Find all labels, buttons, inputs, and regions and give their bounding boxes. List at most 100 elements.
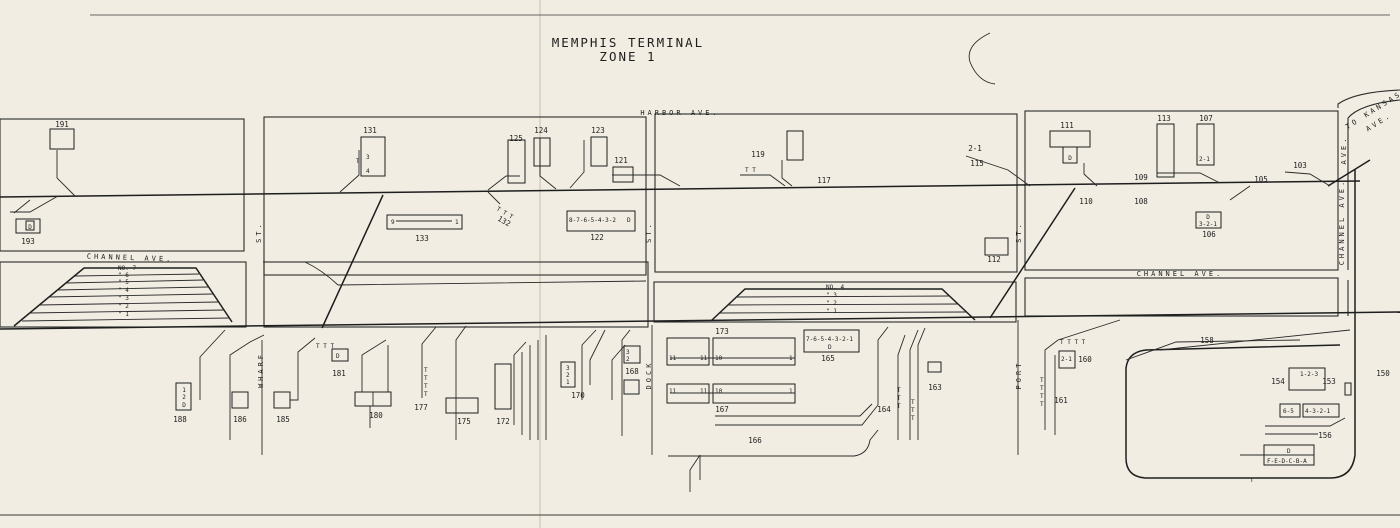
building-156-right (1302, 403, 1340, 418)
yard-left-label-3: " 3 (118, 295, 129, 302)
spur-115 (965, 155, 1031, 187)
label-164-t3: T (897, 403, 901, 410)
tracks-166-upper (715, 326, 889, 426)
label-181: 181 (332, 369, 346, 378)
yard-left-track-2 (29, 309, 225, 314)
label-113: 113 (1157, 114, 1171, 123)
label-168-3: 3 (626, 349, 630, 356)
spur-193-lead (10, 195, 59, 213)
building-124 (533, 137, 551, 167)
building-150 (1344, 382, 1352, 396)
building-121 (612, 166, 634, 183)
label-165-d: D (828, 344, 832, 351)
label-167-11a: 11 (669, 388, 677, 395)
label-107-tracks: 2-1 (1199, 156, 1210, 163)
yard-right-track-1 (719, 311, 967, 314)
yard-left-track-7 (74, 273, 200, 277)
spur-123 (569, 140, 585, 189)
yard-left-label-2: " 2 (118, 303, 129, 310)
label-150: 150 (1376, 369, 1390, 378)
label-124: 124 (534, 126, 548, 135)
block-d (1024, 110, 1339, 271)
label-161: 161 (1054, 396, 1068, 405)
track-158-upper (1159, 329, 1351, 351)
channel-ave-left-label: CHANNEL AVE. (87, 252, 174, 263)
building-113 (1156, 123, 1175, 178)
kansas-connector (1327, 159, 1371, 187)
label-154: 154 (1271, 377, 1285, 386)
yard-right-label-4: NO. 4 (826, 284, 844, 291)
label-161-t1: T (1040, 377, 1044, 384)
building-131 (360, 136, 386, 177)
label-133: 133 (415, 234, 429, 243)
spur-121 (612, 174, 681, 187)
label-110: 110 (1079, 197, 1093, 206)
label-173-11a: 11 (669, 355, 677, 362)
block-g (653, 281, 1017, 323)
label-177: 177 (414, 403, 428, 412)
label-193: 193 (21, 237, 35, 246)
building-167-left (666, 383, 710, 404)
port-st-label: ST. (1015, 221, 1023, 243)
spur-177 (421, 326, 437, 398)
spur-dock (621, 329, 631, 436)
spur-161 (1044, 319, 1121, 435)
yard-left-track-5 (56, 286, 209, 291)
spur-103 (1284, 171, 1331, 187)
building-160 (1058, 350, 1076, 369)
title-line-2: ZONE 1 (599, 49, 656, 64)
spur-175 (455, 325, 467, 440)
spur-105 (1229, 185, 1251, 201)
label-119-tt: T T (745, 167, 756, 174)
building-193-door (25, 220, 35, 231)
spur-132 (487, 191, 501, 205)
label-158: 158 (1200, 336, 1214, 345)
spur-125 (487, 175, 520, 191)
label-105: 105 (1254, 175, 1268, 184)
yard-right-outline (711, 288, 976, 321)
label-160: 160 (1078, 355, 1092, 364)
diag-cross-right (989, 187, 1076, 319)
tracks-156 (1265, 417, 1346, 435)
label-160-tracks: 2-1 (1061, 356, 1072, 363)
label-117: 117 (817, 176, 831, 185)
block-b (263, 116, 647, 276)
building-173-left (666, 337, 710, 366)
label-180: 180 (369, 411, 383, 420)
st-label-b: ST. (645, 221, 653, 243)
label-108: 108 (1134, 197, 1148, 206)
label-164-t5: T (911, 407, 915, 414)
pencil-arc (968, 32, 996, 85)
label-133-1: 1 (455, 219, 459, 226)
label-177-t3: T (424, 383, 428, 390)
label-167-11b: 11 (700, 388, 708, 395)
yard-left-label-7: NO. 7 (118, 265, 136, 272)
building-112 (984, 237, 1009, 256)
yard-left-label-1: " 1 (118, 311, 129, 318)
label-133-9: 9 (391, 219, 395, 226)
label-175: 175 (457, 417, 471, 426)
spur-119 (740, 160, 793, 187)
channel-ave-right-label: CHANNEL AVE. (1137, 270, 1224, 278)
yard-left: NO. 7 " 6 " 5 " 4 " 3 " 2 " 1 (13, 265, 233, 327)
spur-168 (611, 344, 626, 400)
building-173-right (712, 337, 796, 366)
label-122-d: D (627, 217, 631, 224)
building-175 (445, 397, 479, 414)
building-122 (566, 210, 636, 232)
label-107: 107 (1199, 114, 1213, 123)
yard-right-track-2 (727, 303, 959, 306)
label-161-t2: T (1040, 385, 1044, 392)
track-158-lead (1125, 339, 1301, 361)
spur-180 (361, 339, 389, 428)
label-186: 186 (233, 415, 247, 424)
building-119 (786, 130, 804, 161)
label-112: 112 (987, 255, 1001, 264)
channel-cut (263, 261, 647, 286)
label-111-d: D (1068, 155, 1072, 162)
title-line-1: MEMPHIS TERMINAL (552, 35, 704, 50)
label-119: 119 (751, 150, 765, 159)
label-177-t4: T (424, 391, 428, 398)
